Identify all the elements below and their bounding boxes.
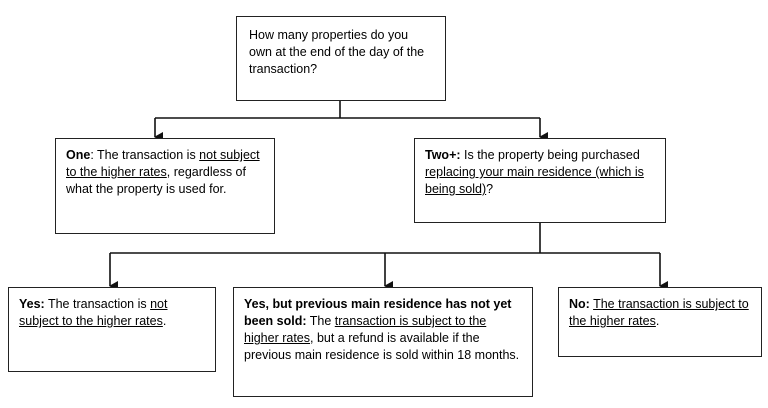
question-box: How many properties do you own at the en… (236, 16, 446, 101)
yes-pre: The transaction is (44, 297, 151, 311)
yes-but-not-sold-box: Yes, but previous main residence has not… (233, 287, 533, 397)
one-property-box: One: The transaction is not subject to t… (55, 138, 275, 234)
no-underlined: The transaction is subject to the higher… (569, 297, 749, 328)
two-pre: Is the property being purchased (460, 148, 640, 162)
no-label: No: (569, 297, 590, 311)
no-box: No: The transaction is subject to the hi… (558, 287, 762, 357)
yes-but-pre: The (306, 314, 335, 328)
yes-box: Yes: The transaction is not subject to t… (8, 287, 216, 372)
yes-but-post: , but a refund is available if the previ… (244, 331, 520, 362)
yes-underlined: not subject to the higher rates (19, 297, 168, 328)
two-label: Two+: (425, 148, 461, 162)
question-text: How many properties do you own at the en… (249, 28, 425, 76)
no-post: . (655, 314, 660, 328)
yes-but-underlined: transaction is subject to the higher rat… (244, 314, 487, 345)
yes-label: Yes: (19, 297, 45, 311)
yes-post: . (162, 314, 167, 328)
two-underlined: replacing your main residence (which is … (425, 165, 644, 196)
two-plus-box: Two+: Is the property being purchased re… (414, 138, 666, 223)
one-label: One (66, 148, 91, 162)
one-rest: , regardless of what the property is use… (66, 165, 246, 196)
yes-but-label: Yes, but previous main residence has not… (244, 297, 512, 328)
two-post: ? (486, 182, 494, 196)
one-underlined: not subject to the higher rates (66, 148, 260, 179)
one-sep: : The transaction is (90, 148, 200, 162)
